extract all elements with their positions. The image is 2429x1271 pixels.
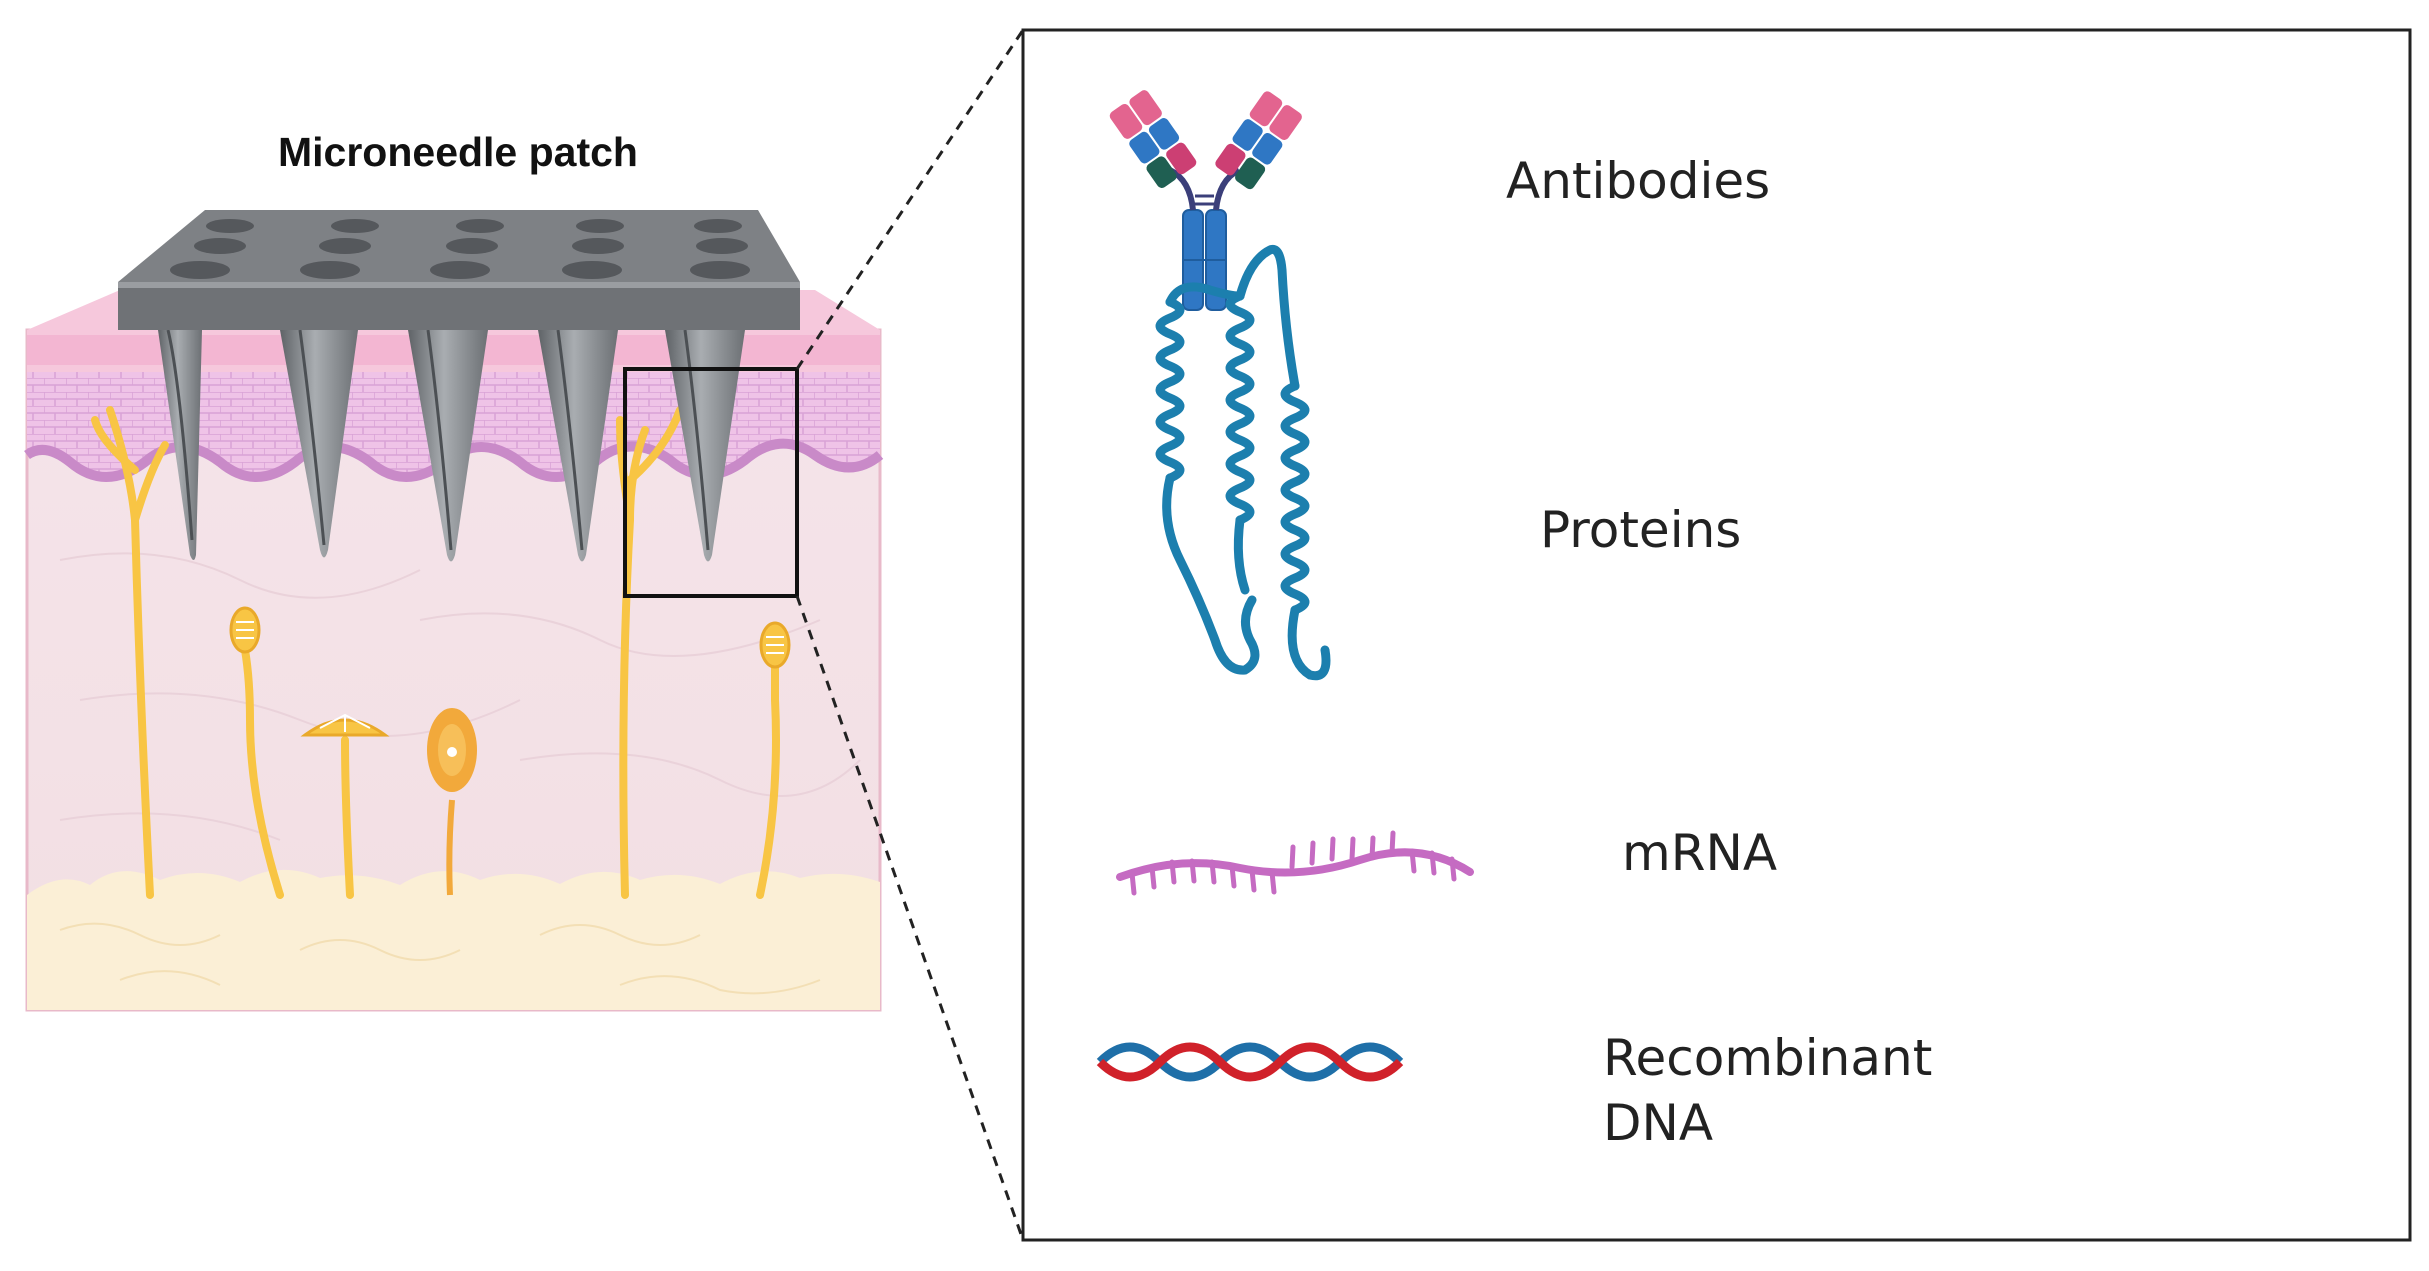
pacinian-corpuscle [427,708,477,896]
microneedle [665,330,745,562]
recombinant-dna-label-line2: DNA [1603,1094,1713,1152]
subcutaneous-fat-layer [27,869,880,1010]
microneedle [538,330,618,562]
mrna-label: mRNA [1622,824,1777,882]
zoom-callout-lines [795,29,1025,1241]
antibodies-label: Antibodies [1506,152,1770,210]
meissner-corpuscle-right [759,621,791,669]
microneedle [408,330,488,562]
proteins-label: Proteins [1540,501,1741,559]
mrna-icon [1116,830,1474,896]
microneedles [158,329,745,562]
patch-holes [170,219,750,279]
patch-title: Microneedle patch [278,129,638,175]
microneedle-patch: Microneedle patch [118,129,800,562]
meissner-corpuscle [229,606,261,654]
protein-icon [1155,244,1331,681]
recombinant-dna-label-line1: Recombinant [1603,1029,1932,1087]
antibody-icon [1109,90,1302,311]
microneedle [280,330,358,558]
zoom-region-box [623,367,799,598]
dna-helix-icon [1096,1042,1404,1082]
dermis-fibers [59,552,861,841]
cargo-panel [1021,28,2412,1242]
microneedle [158,330,202,560]
free-nerve-ending [300,713,390,737]
patch-base-front [118,282,800,330]
